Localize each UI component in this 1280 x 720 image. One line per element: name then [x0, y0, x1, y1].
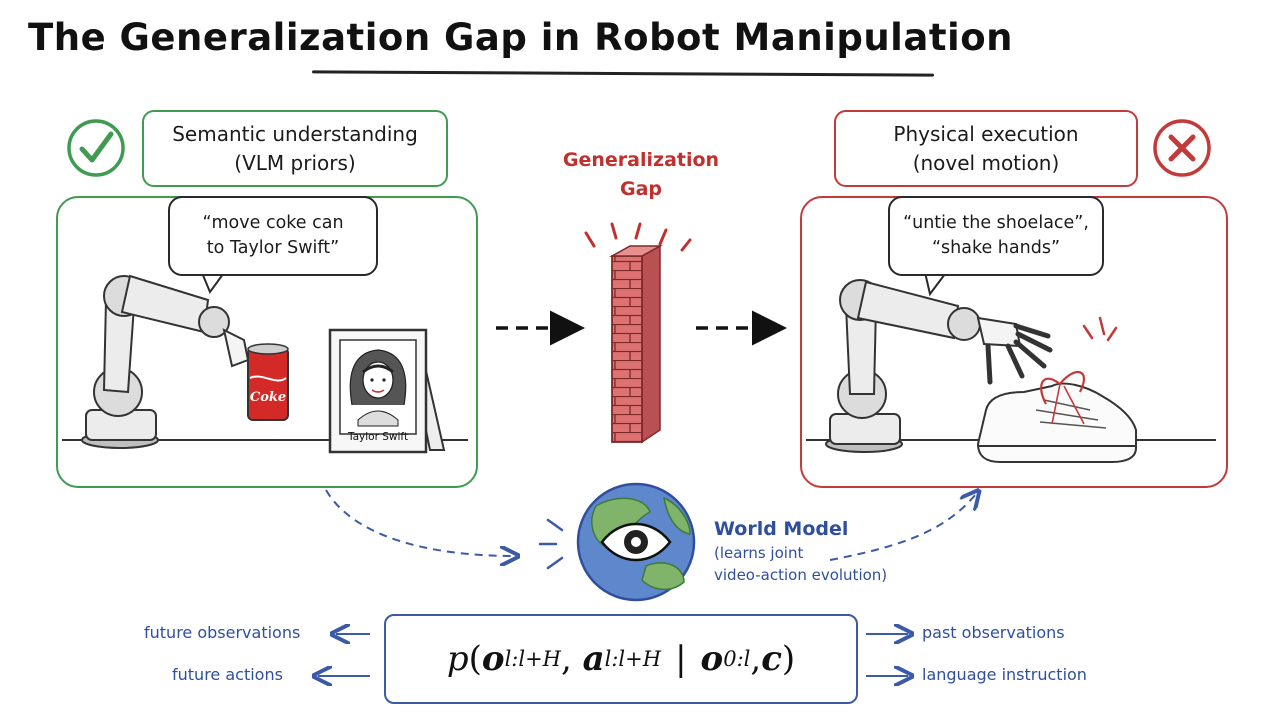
coke-can: Coke [247, 343, 289, 421]
right-robot-arm [825, 279, 1053, 453]
instruction-left-line2: to Taylor Swift” [206, 238, 340, 258]
past-observations-label: past observations [922, 623, 1065, 642]
shoe [976, 316, 1137, 463]
world-model-line1: (learns joint [714, 544, 804, 562]
formula-o-sub: l:l+H [504, 647, 561, 671]
formula-c: c [761, 639, 782, 679]
generalization-gap-label: Generalization Gap [546, 146, 736, 204]
left-robot-arm [81, 274, 250, 449]
semantic-line1: Semantic understanding [172, 121, 418, 146]
gap-line1: Generalization [562, 149, 720, 171]
formula-comma-2: , [750, 639, 762, 679]
svg-text:Coke: Coke [250, 390, 286, 405]
check-icon [67, 119, 125, 177]
formula-close-paren: ) [781, 639, 796, 679]
physical-execution-box: Physical execution (novel motion) [834, 110, 1138, 187]
globe-eye-icon [538, 482, 696, 602]
dashed-link-right [829, 494, 976, 561]
instruction-bubble-right: “untie the shoelace”, “shake hands” [888, 196, 1104, 276]
semantic-understanding-box: Semantic understanding (VLM priors) [142, 110, 448, 187]
formula-o-past-sub: 0:l [723, 647, 751, 671]
world-model-label: World Model (learns joint video-action e… [714, 516, 887, 586]
physical-line2: (novel motion) [912, 150, 1060, 175]
page-title: The Generalization Gap in Robot Manipula… [28, 16, 1013, 59]
future-observations-label: future observations [144, 623, 301, 642]
instruction-left-line1: “move coke can [202, 213, 344, 233]
formula-bar: | [675, 639, 687, 679]
formula-a-sub: l:l+H [604, 647, 662, 671]
world-model-title: World Model [714, 518, 849, 540]
language-instruction-label: language instruction [922, 665, 1087, 684]
future-actions-label: future actions [172, 665, 283, 684]
formula-open-paren: ( [468, 639, 482, 679]
formula-o: o [481, 639, 505, 679]
svg-text:Taylor Swift: Taylor Swift [347, 431, 408, 443]
semantic-line2: (VLM priors) [234, 150, 356, 175]
formula-comma-1: , [560, 639, 583, 679]
formula-a: a [582, 639, 605, 679]
gap-line2: Gap [619, 178, 663, 200]
formula-p: p [446, 639, 469, 679]
physical-line1: Physical execution [893, 121, 1079, 146]
cross-icon [1153, 119, 1211, 177]
world-model-line2: video-action evolution) [714, 566, 888, 584]
instruction-right-line1: “untie the shoelace”, [903, 213, 1089, 233]
instruction-bubble-left: “move coke can to Taylor Swift” [168, 196, 378, 276]
formula-o-past: o [700, 639, 724, 679]
dashed-link-left [325, 489, 514, 556]
brick-wall [584, 222, 692, 444]
instruction-right-line2: “shake hands” [931, 238, 1061, 258]
taylor-swift-frame: Taylor Swift [328, 328, 446, 454]
